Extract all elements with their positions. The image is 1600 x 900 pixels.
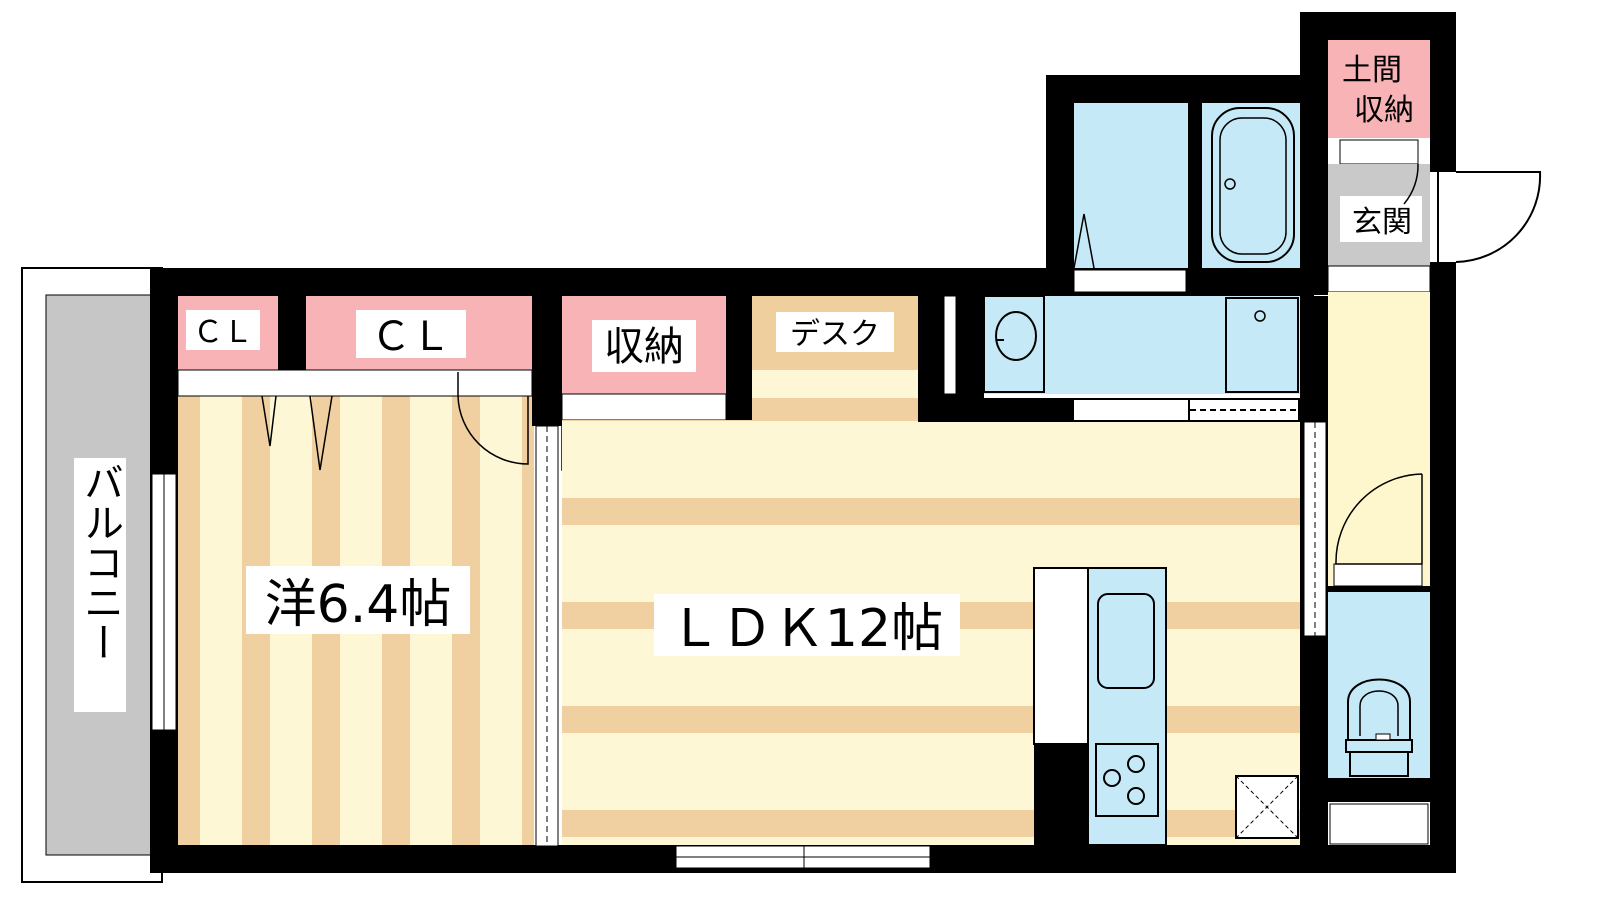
doma-storage-label-line2: 収納 [1354, 93, 1414, 128]
hall-step [1327, 265, 1431, 293]
entrance-label-bg [1340, 196, 1422, 242]
toilet-wall [1328, 586, 1430, 592]
storage-label-bg [592, 320, 696, 372]
doma-storage-door [1339, 139, 1419, 165]
doma-door-arc [1403, 163, 1419, 205]
toilet-icon [1345, 678, 1413, 777]
toilet-door-arc [1335, 473, 1423, 565]
balcony-label-bg [74, 458, 126, 712]
storage-shelf-strip [561, 393, 727, 421]
closet-door-swing [261, 395, 277, 447]
bathroom-wall-inner [1188, 103, 1202, 268]
closet-small-label-bg [186, 310, 260, 350]
hall-floor [1328, 292, 1430, 590]
gas-stove-icon [1095, 743, 1159, 817]
ldk-door-opening [1074, 400, 1188, 420]
kitchen-wall-block [1034, 744, 1088, 845]
refrigerator-space-icon [1235, 775, 1299, 839]
entry-wall-left [1300, 12, 1328, 295]
wall-niche [943, 295, 957, 395]
outer-wall-top-left [150, 268, 1060, 296]
ldk-label-bg [654, 594, 960, 656]
entrance-label: 玄関 [1352, 205, 1412, 240]
ldk-label: ＬＤＫ12帖 [669, 599, 943, 659]
desk-floor [752, 366, 918, 420]
storage-label: 収納 [604, 324, 684, 370]
closet-door-swing [309, 395, 333, 471]
closet-shelf-strip [177, 369, 533, 397]
hall-closet [1329, 803, 1429, 845]
desk-label-bg [776, 312, 894, 352]
room-door-arc [457, 372, 529, 465]
kitchen-back-counter [1033, 567, 1089, 745]
bathroom-wall-curve [1191, 104, 1201, 267]
closet-small-label: ＣＬ [193, 315, 253, 350]
front-door-opening [1430, 172, 1456, 262]
doma-storage-label-line1: 土間 [1342, 53, 1402, 88]
closet-large-label: ＣＬ [371, 314, 451, 360]
partition-wall [532, 296, 562, 426]
western-room-label-bg [246, 566, 470, 634]
bath-wall-top [1046, 75, 1316, 103]
bath-wall-left [1046, 75, 1074, 296]
bathroom-door-opening [1073, 269, 1187, 293]
front-door[interactable] [1455, 171, 1542, 263]
toilet-door[interactable] [1333, 563, 1423, 587]
outer-wall-right [1430, 12, 1456, 873]
bathtub-icon [1211, 107, 1295, 263]
storage-side-wall [726, 296, 752, 420]
balcony-label: バルコニー [77, 462, 123, 662]
bath-door-swing [1073, 213, 1095, 269]
bathtub-inner [1219, 117, 1287, 255]
closet-large-label-bg [356, 310, 466, 358]
bathtub-drain [1224, 178, 1236, 190]
desk-label: デスク [790, 317, 880, 352]
western-room-label: 洋6.4帖 [265, 575, 452, 635]
doma-storage-bg [1328, 40, 1430, 138]
washbasin-icon [983, 295, 1045, 393]
washing-machine-icon [1225, 297, 1299, 393]
kitchen-sink-icon [1097, 593, 1155, 689]
toilet-bottom-wall [1328, 778, 1430, 802]
